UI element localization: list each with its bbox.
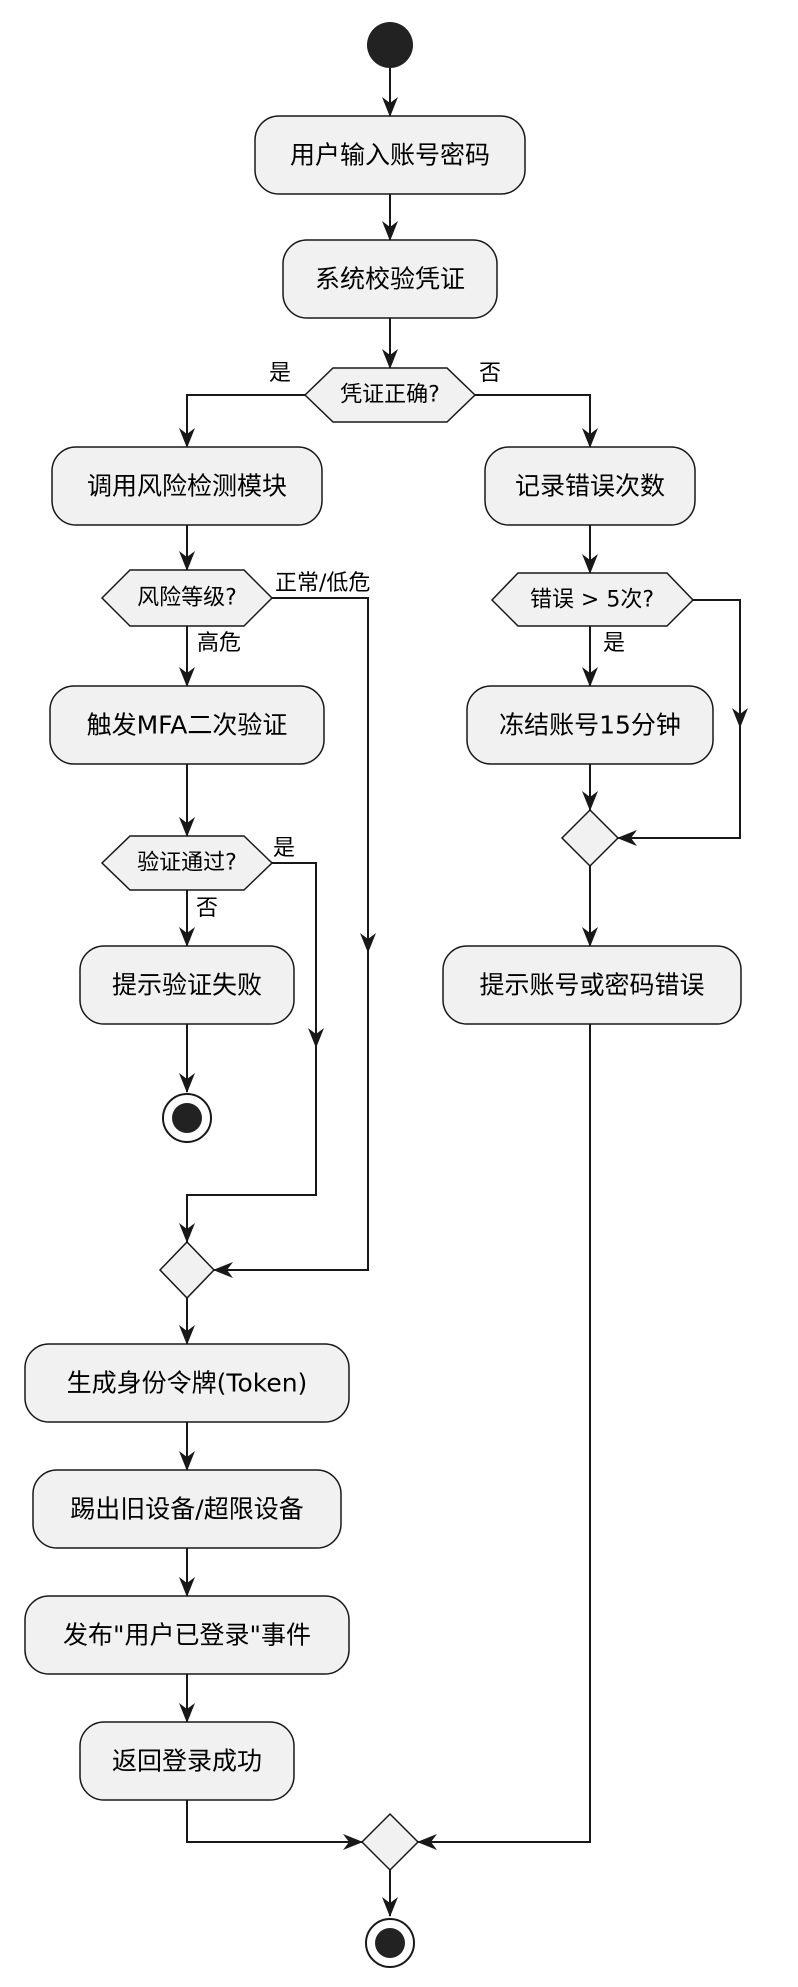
svg-text:提示验证失败: 提示验证失败 [112, 971, 262, 1000]
edge-cred-no [475, 394, 598, 448]
svg-text:返回登录成功: 返回登录成功 [112, 1747, 262, 1776]
activity-verify: 系统校验凭证 [282, 239, 498, 319]
activity-publish: 发布"用户已登录"事件 [24, 1595, 350, 1675]
edge-show-err-to-final-merge [417, 1024, 591, 1850]
edge-mfa-yes [179, 862, 317, 1243]
decision-cred-ok: 凭证正确? [303, 367, 477, 423]
svg-text:踢出旧设备/超限设备: 踢出旧设备/超限设备 [70, 1495, 303, 1524]
label-risk-high: 高危 [197, 631, 241, 656]
decision-risk-level: 风险等级? [100, 569, 274, 627]
activity-input: 用户输入账号密码 [254, 115, 526, 195]
svg-text:错误 > 5次?: 错误 > 5次? [530, 588, 654, 613]
activity-risk-call: 调用风险检测模块 [51, 446, 323, 526]
svg-text:凭证正确?: 凭证正确? [340, 383, 440, 408]
label-cred-yes: 是 [269, 361, 291, 386]
mfa-fail-end-node [162, 1093, 212, 1143]
label-err-yes: 是 [603, 631, 625, 656]
svg-text:用户输入账号密码: 用户输入账号密码 [290, 141, 490, 170]
label-mfa-no: 否 [196, 896, 218, 921]
start-node [367, 22, 413, 68]
final-end-node [365, 1918, 415, 1968]
svg-text:提示账号或密码错误: 提示账号或密码错误 [479, 971, 704, 1000]
svg-text:风险等级?: 风险等级? [137, 586, 237, 611]
activity-mfa: 触发MFA二次验证 [49, 685, 325, 765]
merge-final [360, 1812, 420, 1872]
merge-err [560, 808, 620, 868]
activity-success: 返回登录成功 [79, 1721, 295, 1801]
activity-kick: 踢出旧设备/超限设备 [32, 1469, 342, 1549]
activity-show-err: 提示账号或密码错误 [442, 945, 742, 1025]
svg-text:验证通过?: 验证通过? [137, 851, 237, 876]
edge-success-to-final-merge [186, 1800, 363, 1850]
svg-text:调用风险检测模块: 调用风险检测模块 [87, 472, 287, 501]
activity-mfa-fail: 提示验证失败 [79, 945, 295, 1025]
merge-auth [158, 1240, 216, 1300]
label-risk-normal: 正常/低危 [275, 571, 370, 596]
activity-freeze: 冻结账号15分钟 [466, 685, 714, 765]
svg-text:冻结账号15分钟: 冻结账号15分钟 [499, 711, 681, 740]
decision-mfa-ok: 验证通过? [100, 835, 274, 891]
edges [179, 68, 748, 1917]
activity-token: 生成身份令牌(Token) [24, 1343, 350, 1423]
decision-err-gt5: 错误 > 5次? [490, 572, 695, 627]
svg-text:系统校验凭证: 系统校验凭证 [315, 265, 465, 294]
activity-log-err: 记录错误次数 [484, 446, 696, 526]
svg-text:发布"用户已登录"事件: 发布"用户已登录"事件 [63, 1621, 311, 1650]
svg-text:触发MFA二次验证: 触发MFA二次验证 [87, 711, 288, 740]
svg-text:记录错误次数: 记录错误次数 [515, 472, 665, 501]
label-cred-no: 否 [479, 361, 501, 386]
label-mfa-yes: 是 [273, 836, 295, 861]
svg-text:生成身份令牌(Token): 生成身份令牌(Token) [67, 1369, 308, 1398]
edge-cred-yes [179, 394, 305, 448]
